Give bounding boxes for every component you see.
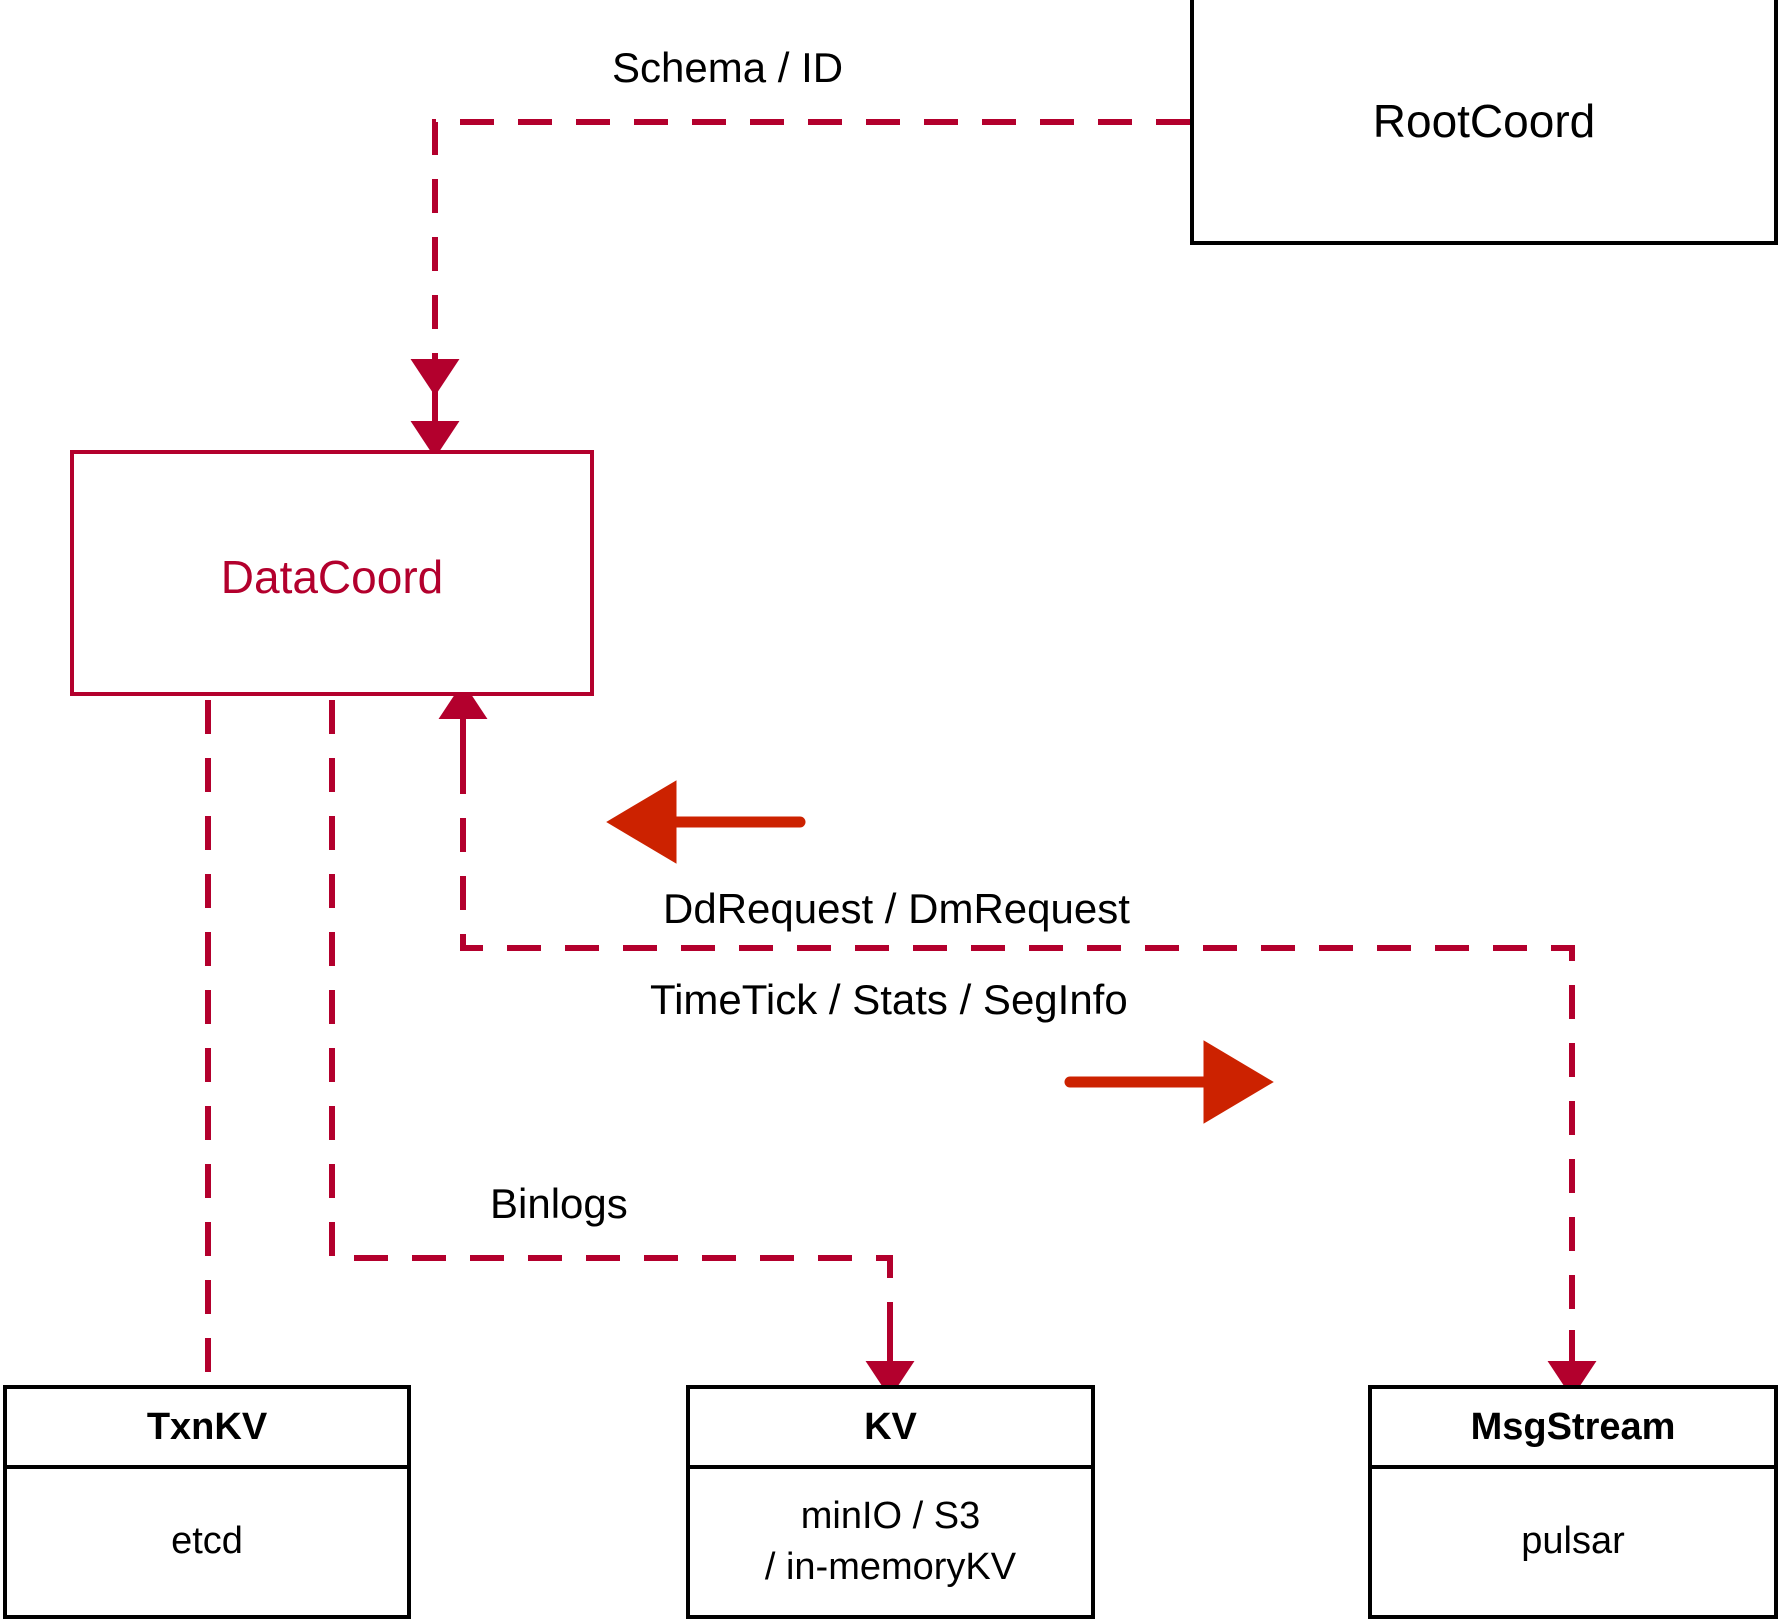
node-datacoord[interactable]: DataCoord [70,450,594,696]
node-rootcoord-label: RootCoord [1372,95,1596,147]
node-txnkv-body: etcd [7,1469,407,1615]
edge-msgstream-route-path [460,760,1575,1355]
node-msgstream-body-line-1: pulsar [1521,1520,1625,1563]
node-kv-title: KV [690,1389,1091,1469]
node-kv-body: minIO / S3 / in-memoryKV [690,1469,1091,1615]
node-kv-body-line-1: minIO / S3 [800,1494,981,1537]
node-rootcoord[interactable]: RootCoord [1190,0,1778,245]
node-txnkv[interactable]: TxnKV etcd [3,1385,411,1619]
node-txnkv-body-line-1: etcd [171,1520,243,1563]
edge-label-timetick-stats-seginfo: TimeTick / Stats / SegInfo [650,976,1128,1023]
node-kv[interactable]: KV minIO / S3 / in-memoryKV [686,1385,1095,1619]
edge-label-binlogs: Binlogs [490,1180,628,1227]
node-datacoord-label: DataCoord [220,551,444,603]
edge-label-dd-dm-request: DdRequest / DmRequest [663,885,1130,932]
node-msgstream-body: pulsar [1372,1469,1774,1615]
node-msgstream[interactable]: MsgStream pulsar [1368,1385,1778,1619]
edge-label-schema-id: Schema / ID [612,44,844,91]
node-txnkv-title: TxnKV [7,1389,407,1469]
edge-schema-id-path [410,119,1190,396]
node-kv-body-line-2: / in-memoryKV [764,1546,1017,1588]
edge-binlogs-path [329,700,893,1330]
node-msgstream-title: MsgStream [1372,1389,1774,1469]
